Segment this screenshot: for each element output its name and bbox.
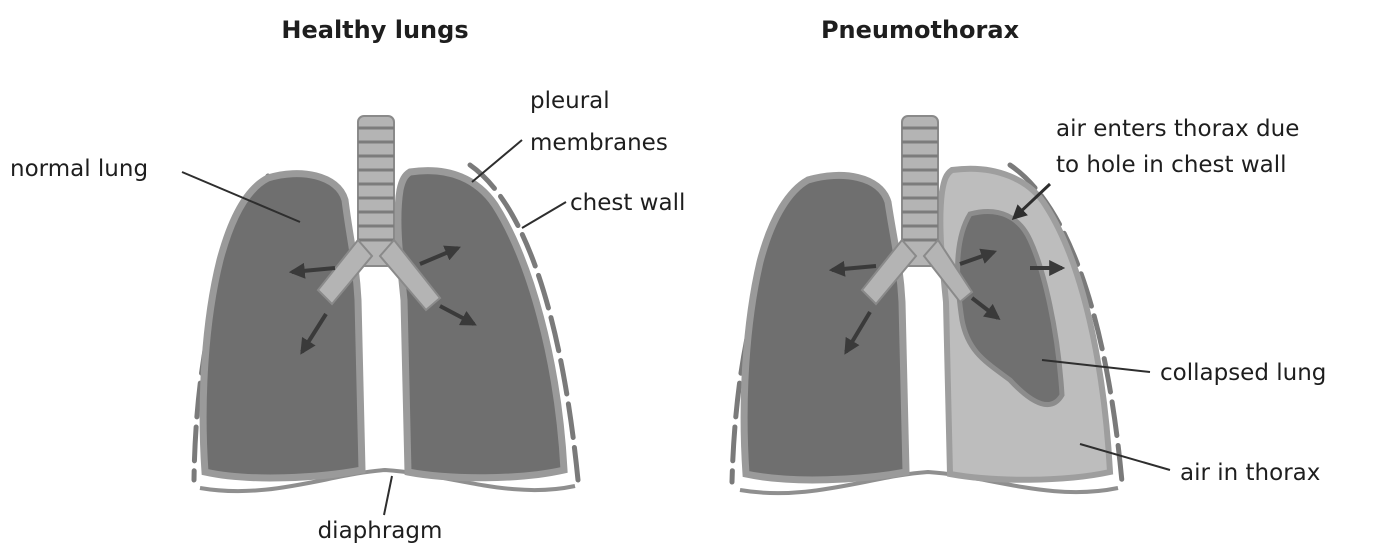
label-air-enters-2: to hole in chest wall xyxy=(1056,152,1287,178)
label-diaphragm: diaphragm xyxy=(318,518,443,544)
leader-pleural-membranes xyxy=(472,140,522,182)
leader-chest-wall xyxy=(522,202,566,228)
healthy-right-lung xyxy=(398,171,564,478)
pneumothorax-title: Pneumothorax xyxy=(821,16,1020,44)
pneumothorax-left-lung xyxy=(744,175,906,480)
pneumothorax-trachea xyxy=(902,116,938,266)
label-collapsed-lung: collapsed lung xyxy=(1160,360,1326,386)
healthy-lungs-title: Healthy lungs xyxy=(281,16,468,44)
label-chest-wall: chest wall xyxy=(570,190,685,216)
label-air-enters-1: air enters thorax due xyxy=(1056,116,1299,142)
label-pleural-membranes-1: pleural xyxy=(530,88,610,114)
label-air-in-thorax: air in thorax xyxy=(1180,460,1320,486)
label-pleural-membranes-2: membranes xyxy=(530,130,668,156)
leader-diaphragm xyxy=(384,476,392,515)
label-normal-lung: normal lung xyxy=(10,156,148,182)
healthy-left-lung xyxy=(203,174,362,478)
healthy-lungs-illustration xyxy=(194,116,578,491)
healthy-trachea xyxy=(358,116,394,266)
